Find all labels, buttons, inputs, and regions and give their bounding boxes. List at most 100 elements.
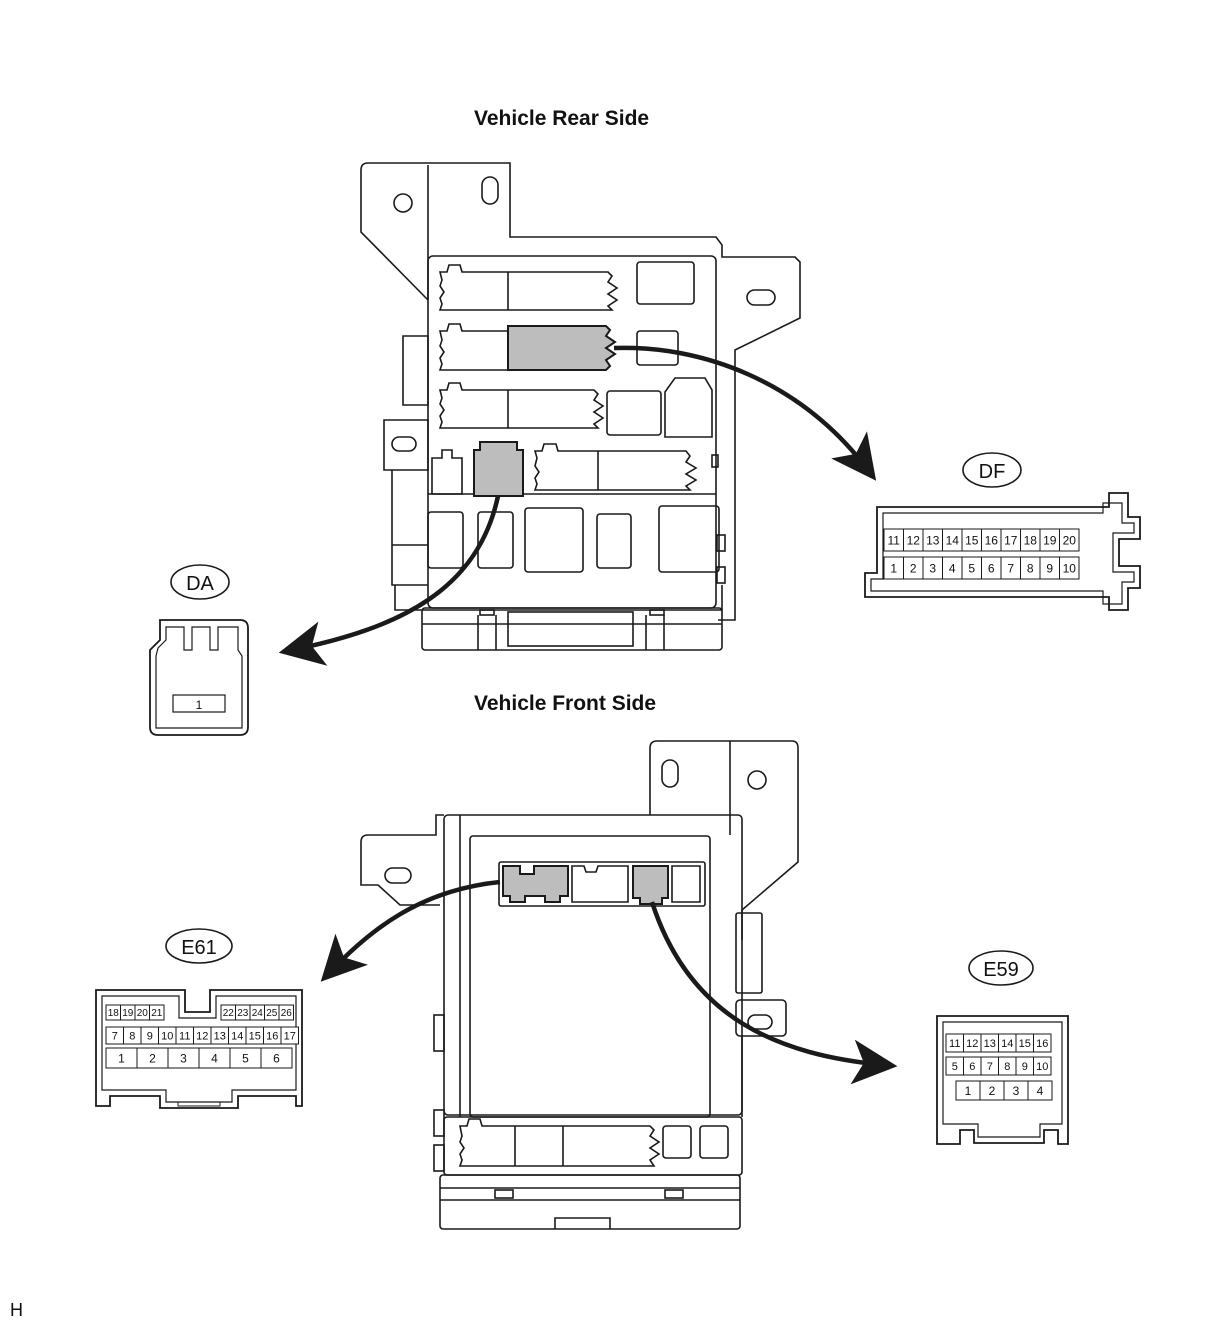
df-pin-5: 5 xyxy=(968,561,975,575)
arrow-to-e61 xyxy=(320,879,501,982)
e61-pin-24: 24 xyxy=(252,1008,264,1019)
da-pin-1-box xyxy=(172,694,226,713)
e61-pin-12: 12 xyxy=(196,1030,208,1042)
arrow-to-da xyxy=(278,495,501,666)
e61-pin-5: 5 xyxy=(242,1051,249,1065)
df-pin-2: 2 xyxy=(910,561,917,575)
e59-pin-15: 15 xyxy=(1019,1038,1031,1050)
df-pin-19: 19 xyxy=(1043,533,1057,547)
df-pin-16: 16 xyxy=(985,533,999,547)
e61-pin-9: 9 xyxy=(147,1030,153,1042)
e61-pin-26-cell xyxy=(278,1004,294,1021)
e59-pin-7: 7 xyxy=(987,1061,993,1073)
e61-pin-21: 21 xyxy=(151,1008,163,1019)
e61-socket-highlight xyxy=(502,865,569,903)
connector-da: DA 1 xyxy=(149,564,249,736)
df-pin-10-cell xyxy=(1059,556,1080,580)
df-pin-14: 14 xyxy=(946,533,960,547)
e59-pin-12: 12 xyxy=(966,1038,978,1050)
e61-pin-10: 10 xyxy=(161,1030,173,1042)
e61-pin-4: 4 xyxy=(211,1051,218,1065)
e59-pin-10: 10 xyxy=(1036,1061,1048,1073)
e59-pin-13: 13 xyxy=(984,1038,996,1050)
e61-pin-21-cell xyxy=(149,1004,165,1021)
e59-pin-8: 8 xyxy=(1004,1061,1010,1073)
e59-pin-4: 4 xyxy=(1037,1084,1044,1098)
e59-pin-16-cell xyxy=(1033,1033,1052,1053)
e61-pin-19: 19 xyxy=(122,1008,134,1019)
e59-pin-6: 6 xyxy=(969,1061,975,1073)
e61-pin-6-cell xyxy=(260,1047,293,1069)
e59-pin-3: 3 xyxy=(1013,1084,1020,1098)
df-pin-8: 8 xyxy=(1027,561,1034,575)
rear-side-heading: Vehicle Rear Side xyxy=(474,107,650,130)
front-junction-block xyxy=(360,740,799,1230)
df-label-bubble xyxy=(962,452,1022,488)
df-pin-4: 4 xyxy=(949,561,956,575)
e61-pin-1: 1 xyxy=(118,1051,125,1065)
e61-pin-6: 6 xyxy=(273,1051,280,1065)
da-pin-1: 1 xyxy=(196,698,203,712)
df-label: DF xyxy=(979,461,1006,483)
df-pin-15: 15 xyxy=(965,533,979,547)
e59-pin-14: 14 xyxy=(1001,1038,1013,1050)
e61-pin-8: 8 xyxy=(129,1030,135,1042)
e59-pin-4-cell xyxy=(1027,1080,1053,1101)
e61-pin-18: 18 xyxy=(108,1008,120,1019)
df-pin-11: 11 xyxy=(888,533,901,547)
df-pin-17: 17 xyxy=(1004,533,1018,547)
df-pin-18: 18 xyxy=(1024,533,1038,547)
df-pin-3: 3 xyxy=(929,561,936,575)
e61-pin-26: 26 xyxy=(281,1008,293,1019)
e61-pin-2: 2 xyxy=(149,1051,156,1065)
e61-pin-15: 15 xyxy=(249,1030,261,1042)
rear-junction-block xyxy=(360,162,801,651)
df-pin-7: 7 xyxy=(1007,561,1014,575)
df-pin-20: 20 xyxy=(1063,533,1077,547)
df-socket-highlight xyxy=(507,325,617,371)
df-pin-10: 10 xyxy=(1063,561,1077,575)
front-side-heading: Vehicle Front Side xyxy=(474,692,657,715)
e59-pin-5: 5 xyxy=(952,1061,958,1073)
arrow-to-e59 xyxy=(649,901,898,1085)
df-pin-12: 12 xyxy=(907,533,921,547)
e61-pin-13: 13 xyxy=(214,1030,226,1042)
e61-pin-7: 7 xyxy=(112,1030,118,1042)
df-pin-6: 6 xyxy=(988,561,995,575)
e59-pin-11: 11 xyxy=(949,1038,960,1050)
e61-pin-22: 22 xyxy=(223,1008,235,1019)
e61-pin-17: 17 xyxy=(284,1030,296,1042)
e59-pin-9: 9 xyxy=(1022,1061,1028,1073)
e61-pin-3: 3 xyxy=(180,1051,187,1065)
e61-label-bubble xyxy=(165,928,233,964)
df-pin-1: 1 xyxy=(890,561,897,575)
da-label-bubble xyxy=(170,564,230,600)
da-label: DA xyxy=(186,573,214,595)
e61-pin-20: 20 xyxy=(137,1008,149,1019)
e61-pin-16: 16 xyxy=(266,1030,278,1042)
e61-pin-14: 14 xyxy=(231,1030,243,1042)
e59-label: E59 xyxy=(983,959,1019,981)
corner-mark: H xyxy=(10,1300,23,1320)
e59-pin-2: 2 xyxy=(989,1084,996,1098)
e61-pin-11: 11 xyxy=(179,1030,190,1042)
e59-socket-highlight xyxy=(632,865,669,905)
e61-pin-17-cell xyxy=(280,1026,299,1045)
e61-pin-23: 23 xyxy=(237,1008,249,1019)
da-socket-highlight xyxy=(473,441,524,497)
df-pin-20-cell xyxy=(1059,528,1080,552)
e59-label-bubble xyxy=(968,950,1034,986)
e59-pin-1: 1 xyxy=(965,1084,972,1098)
e61-pin-25: 25 xyxy=(266,1008,278,1019)
df-pin-13: 13 xyxy=(926,533,940,547)
arrow-to-df xyxy=(613,345,877,481)
df-pin-9: 9 xyxy=(1046,561,1053,575)
